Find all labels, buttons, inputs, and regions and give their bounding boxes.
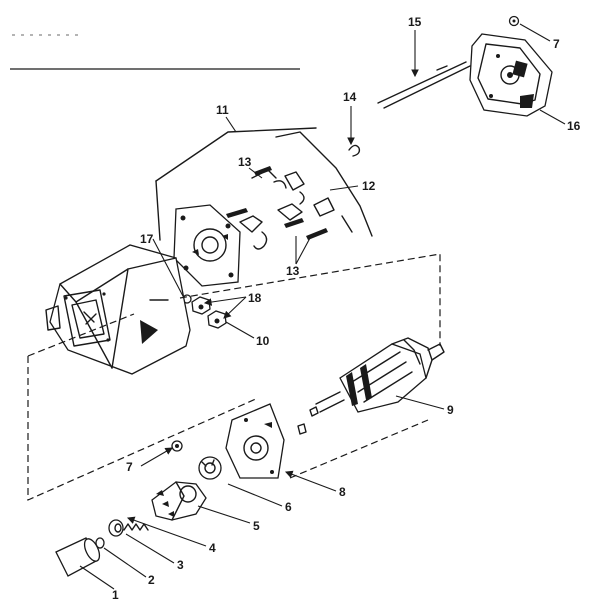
washer-part-2 <box>95 537 105 549</box>
brush-assembly-group <box>155 127 373 287</box>
callout-15: 15 <box>408 15 422 29</box>
callout-12: 12 <box>362 179 376 193</box>
clip-part <box>348 144 361 157</box>
through-bolt-part <box>377 61 471 109</box>
callout-17: 17 <box>140 232 154 246</box>
armature-part <box>297 337 445 435</box>
leader-lines <box>79 23 566 590</box>
nut-part-18 <box>182 294 227 329</box>
callout-7-top: 7 <box>553 37 560 51</box>
retainer-part-3 <box>108 519 124 537</box>
header-rule <box>10 34 300 70</box>
nut-part-top <box>508 15 520 27</box>
callout-6: 6 <box>285 500 292 514</box>
washer-part-6 <box>198 456 222 480</box>
callout-18: 18 <box>248 291 262 305</box>
assembly-dash-outline <box>27 253 441 501</box>
end-cap-part <box>469 33 553 117</box>
callout-1: 1 <box>112 588 119 602</box>
callout-11: 11 <box>216 103 229 117</box>
housing-part <box>45 244 191 375</box>
callout-3: 3 <box>177 558 184 572</box>
bearing-plate-part <box>225 403 285 479</box>
callout-13-bottom: 13 <box>286 264 300 278</box>
callout-4: 4 <box>209 541 216 555</box>
callout-14: 14 <box>343 90 357 104</box>
callout-7-bottom: 7 <box>126 460 133 474</box>
callout-8: 8 <box>339 485 346 499</box>
callout-2: 2 <box>148 573 155 587</box>
callout-9: 9 <box>447 403 454 417</box>
gear-part-5 <box>151 481 207 521</box>
spring-part-4 <box>123 523 149 531</box>
nut-part-bottom <box>171 440 183 452</box>
callout-13-top: 13 <box>238 155 252 169</box>
callout-10: 10 <box>256 334 270 348</box>
callout-5: 5 <box>253 519 260 533</box>
callout-labels: 15 7 16 14 11 12 13 13 17 18 10 9 7 8 6 … <box>112 15 581 602</box>
callout-16: 16 <box>567 119 581 133</box>
cap-part-1 <box>55 537 101 577</box>
